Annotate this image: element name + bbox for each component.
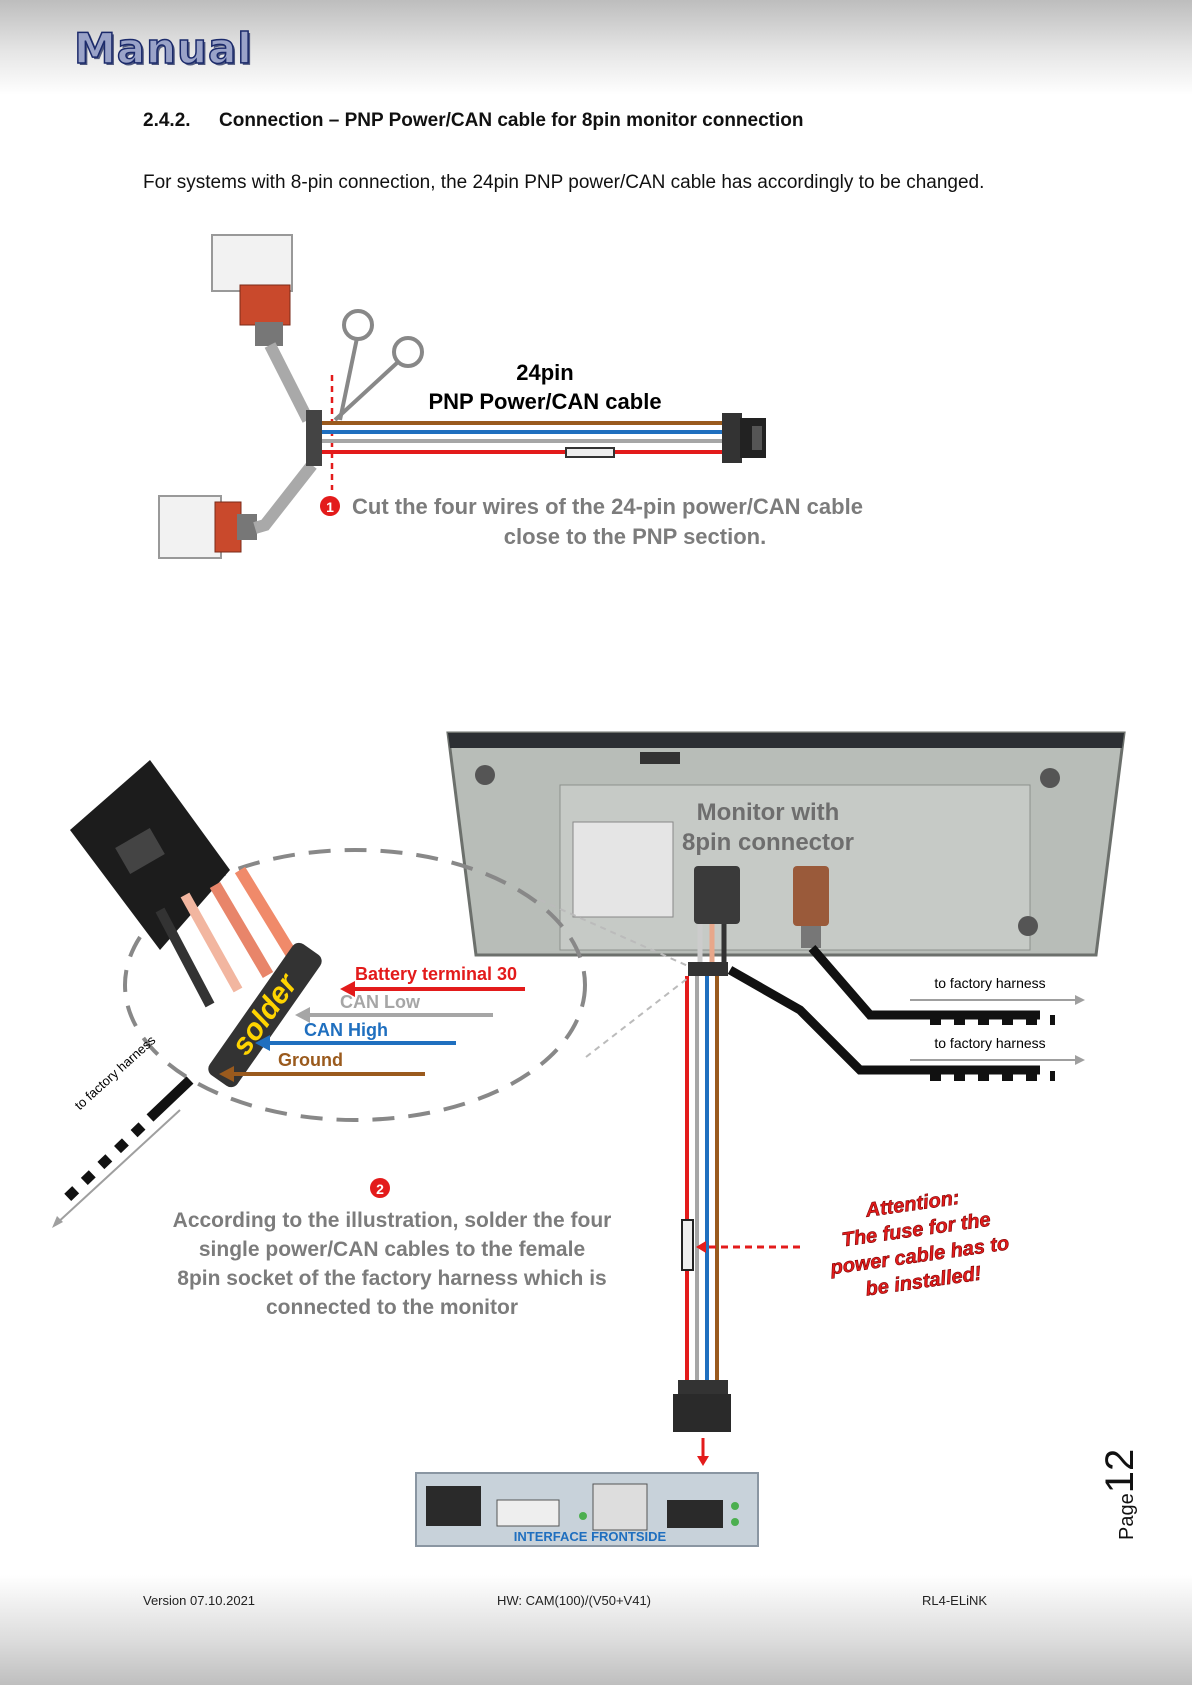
24pin-connector (722, 413, 766, 463)
detail-ellipse (123, 848, 587, 1122)
step2-badge (370, 1178, 390, 1198)
section-title: Connection – PNP Power/CAN cable for 8pi… (219, 110, 804, 131)
step2-line1: According to the illustration, solder th… (173, 1209, 612, 1232)
footer-hardware: HW: CAM(100)/(V50+V41) (497, 1593, 652, 1608)
split-block (306, 410, 322, 466)
fuse-holder (565, 447, 615, 458)
factory-cable-upper (727, 966, 1040, 1075)
label-can-low: CAN Low (340, 992, 421, 1012)
interface-label: INTERFACE FRONTSIDE (514, 1529, 667, 1544)
footer-band (0, 1575, 1192, 1685)
step2-line2: single power/CAN cables to the female (199, 1238, 585, 1261)
page-prefix: Page (1116, 1493, 1138, 1540)
section-number: 2.4.2. (143, 110, 191, 131)
step2-line3: 8pin socket of the factory harness which… (177, 1267, 606, 1290)
inline-fuse (681, 1219, 694, 1271)
step1-line2: close to the PNP section. (504, 524, 766, 549)
factory-harness-left: to factory harness (72, 1032, 159, 1113)
footer-product: RL4-ELiNK (922, 1593, 988, 1608)
page-number-value: 12 (1098, 1448, 1142, 1494)
label-battery: Battery terminal 30 (355, 964, 517, 984)
manual-logo: Manual (73, 23, 253, 74)
harness-splice (688, 962, 728, 976)
footer-version: Version 07.10.2021 (143, 1593, 256, 1608)
figure-solder-connection: Monitor with 8pin connector to factory h… (52, 731, 1126, 1547)
factory-8pin-socket (70, 760, 230, 950)
page-number: Page12 (1098, 1420, 1142, 1540)
factory-harness-right-1: to factory harness (934, 975, 1045, 991)
label-ground: Ground (278, 1050, 343, 1070)
figure-cut-cable: 24pin PNP Power/CAN cable 1 Cut the four… (158, 234, 863, 559)
scissors-icon (333, 309, 424, 422)
label-can-high: CAN High (304, 1020, 388, 1040)
pnp-connector-bottom (158, 495, 257, 559)
monitor-8pin-connector (694, 866, 740, 924)
step1-badge (320, 496, 340, 516)
pnp-connector-top (211, 234, 293, 346)
monitor-label-line1: Monitor with (697, 799, 840, 826)
step2-line4: connected to the monitor (266, 1296, 518, 1319)
cable-label-line1: 24pin (516, 360, 573, 385)
interface-box (415, 1472, 759, 1547)
cable-label-line2: PNP Power/CAN cable (428, 389, 661, 414)
monitor-label-line2: 8pin connector (682, 829, 854, 856)
attention-note: Attention: The fuse for the power cable … (828, 1187, 1011, 1301)
interface-cable-connector (673, 1394, 731, 1432)
intro-paragraph: For systems with 8-pin connection, the 2… (143, 172, 985, 193)
section-heading: 2.4.2. Connection – PNP Power/CAN cable f… (143, 110, 804, 132)
factory-harness-right-2: to factory harness (934, 1035, 1045, 1051)
step2-number: 2 (376, 1181, 384, 1197)
step1-line1: Cut the four wires of the 24-pin power/C… (352, 494, 863, 519)
step1-number: 1 (326, 499, 334, 515)
fakra-connector (793, 866, 829, 926)
header-band (0, 0, 1192, 95)
